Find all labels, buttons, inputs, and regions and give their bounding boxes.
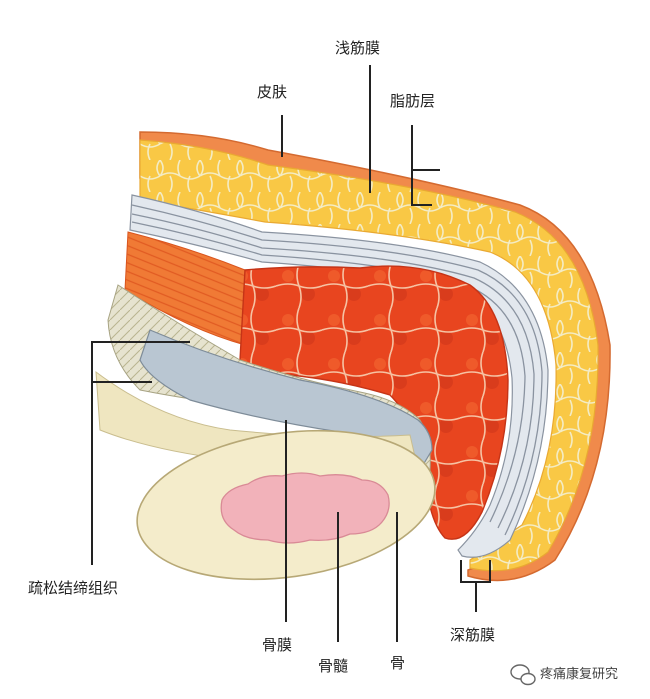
watermark-text: 疼痛康复研究 [540, 666, 618, 682]
label-bone: 骨 [390, 654, 405, 672]
label-deep-fascia: 深筋膜 [450, 626, 495, 644]
muscle-tissue [239, 265, 509, 540]
fat-layer [139, 139, 599, 572]
label-fat-layer: 脂肪层 [390, 92, 435, 110]
label-loose-connective-tissue: 疏松结缔组织 [28, 579, 118, 597]
watermark: 疼痛康复研究 [510, 664, 618, 686]
label-skin: 皮肤 [257, 83, 287, 101]
leader-lines [91, 65, 491, 642]
wechat-icon [510, 664, 536, 686]
label-bone-marrow: 骨髓 [318, 657, 348, 675]
label-periosteum: 骨膜 [262, 636, 292, 654]
label-superficial-fascia: 浅筋膜 [335, 39, 380, 57]
bone-marrow [220, 472, 390, 544]
